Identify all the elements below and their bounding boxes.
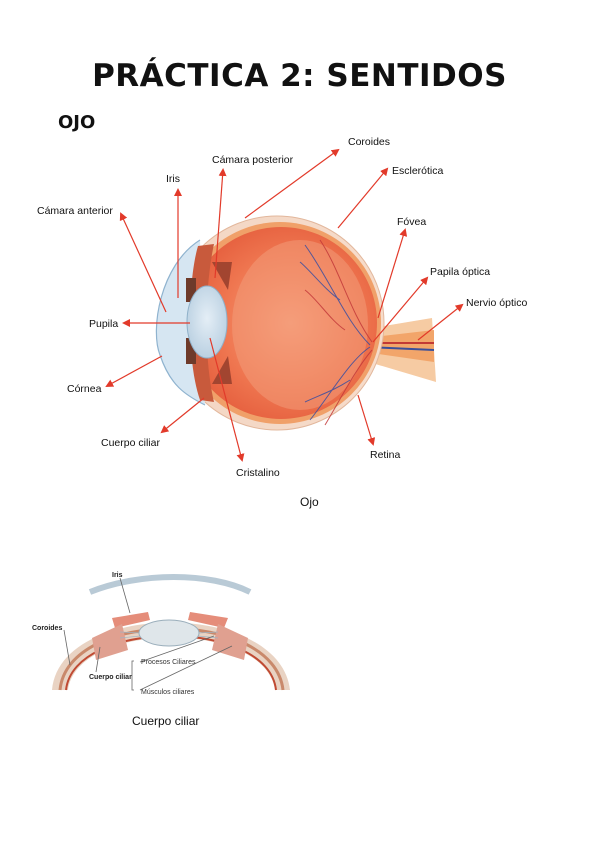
retinal-vessels — [299, 244, 371, 421]
label-coroides: Coroides — [348, 136, 390, 148]
cil-label-cuerpo-ciliar: Cuerpo ciliar — [89, 674, 132, 681]
cil-label-musculos: Músculos ciliares — [141, 689, 195, 696]
label-cristalino: Cristalino — [236, 467, 280, 479]
ciliary-body-figure: Iris Coroides Cuerpo ciliar Procesos Cil… — [32, 572, 290, 696]
label-papila-optica: Papila óptica — [430, 266, 490, 278]
cil-label-coroides: Coroides — [32, 625, 62, 632]
label-esclerotica: Esclerótica — [392, 165, 444, 177]
eye-caption: Ojo — [300, 495, 319, 509]
label-cornea: Córnea — [67, 383, 102, 395]
label-nervio-optico: Nervio óptico — [466, 297, 527, 309]
label-fovea: Fóvea — [397, 216, 426, 228]
label-pupila: Pupila — [89, 318, 118, 330]
label-cuerpo-ciliar: Cuerpo ciliar — [101, 437, 160, 449]
cil-label-iris: Iris — [112, 572, 123, 579]
label-camara-posterior: Cámara posterior — [212, 154, 294, 166]
section-title: OJO — [58, 112, 96, 133]
label-retina: Retina — [370, 449, 401, 461]
label-camara-anterior: Cámara anterior — [37, 205, 113, 217]
label-iris: Iris — [166, 173, 180, 185]
cil-label-procesos: Procesos Ciliares — [141, 659, 196, 666]
page-title: PRÁCTICA 2: SENTIDOS — [92, 58, 507, 94]
label-arrows — [105, 148, 464, 462]
ciliary-caption: Cuerpo ciliar — [132, 714, 200, 728]
